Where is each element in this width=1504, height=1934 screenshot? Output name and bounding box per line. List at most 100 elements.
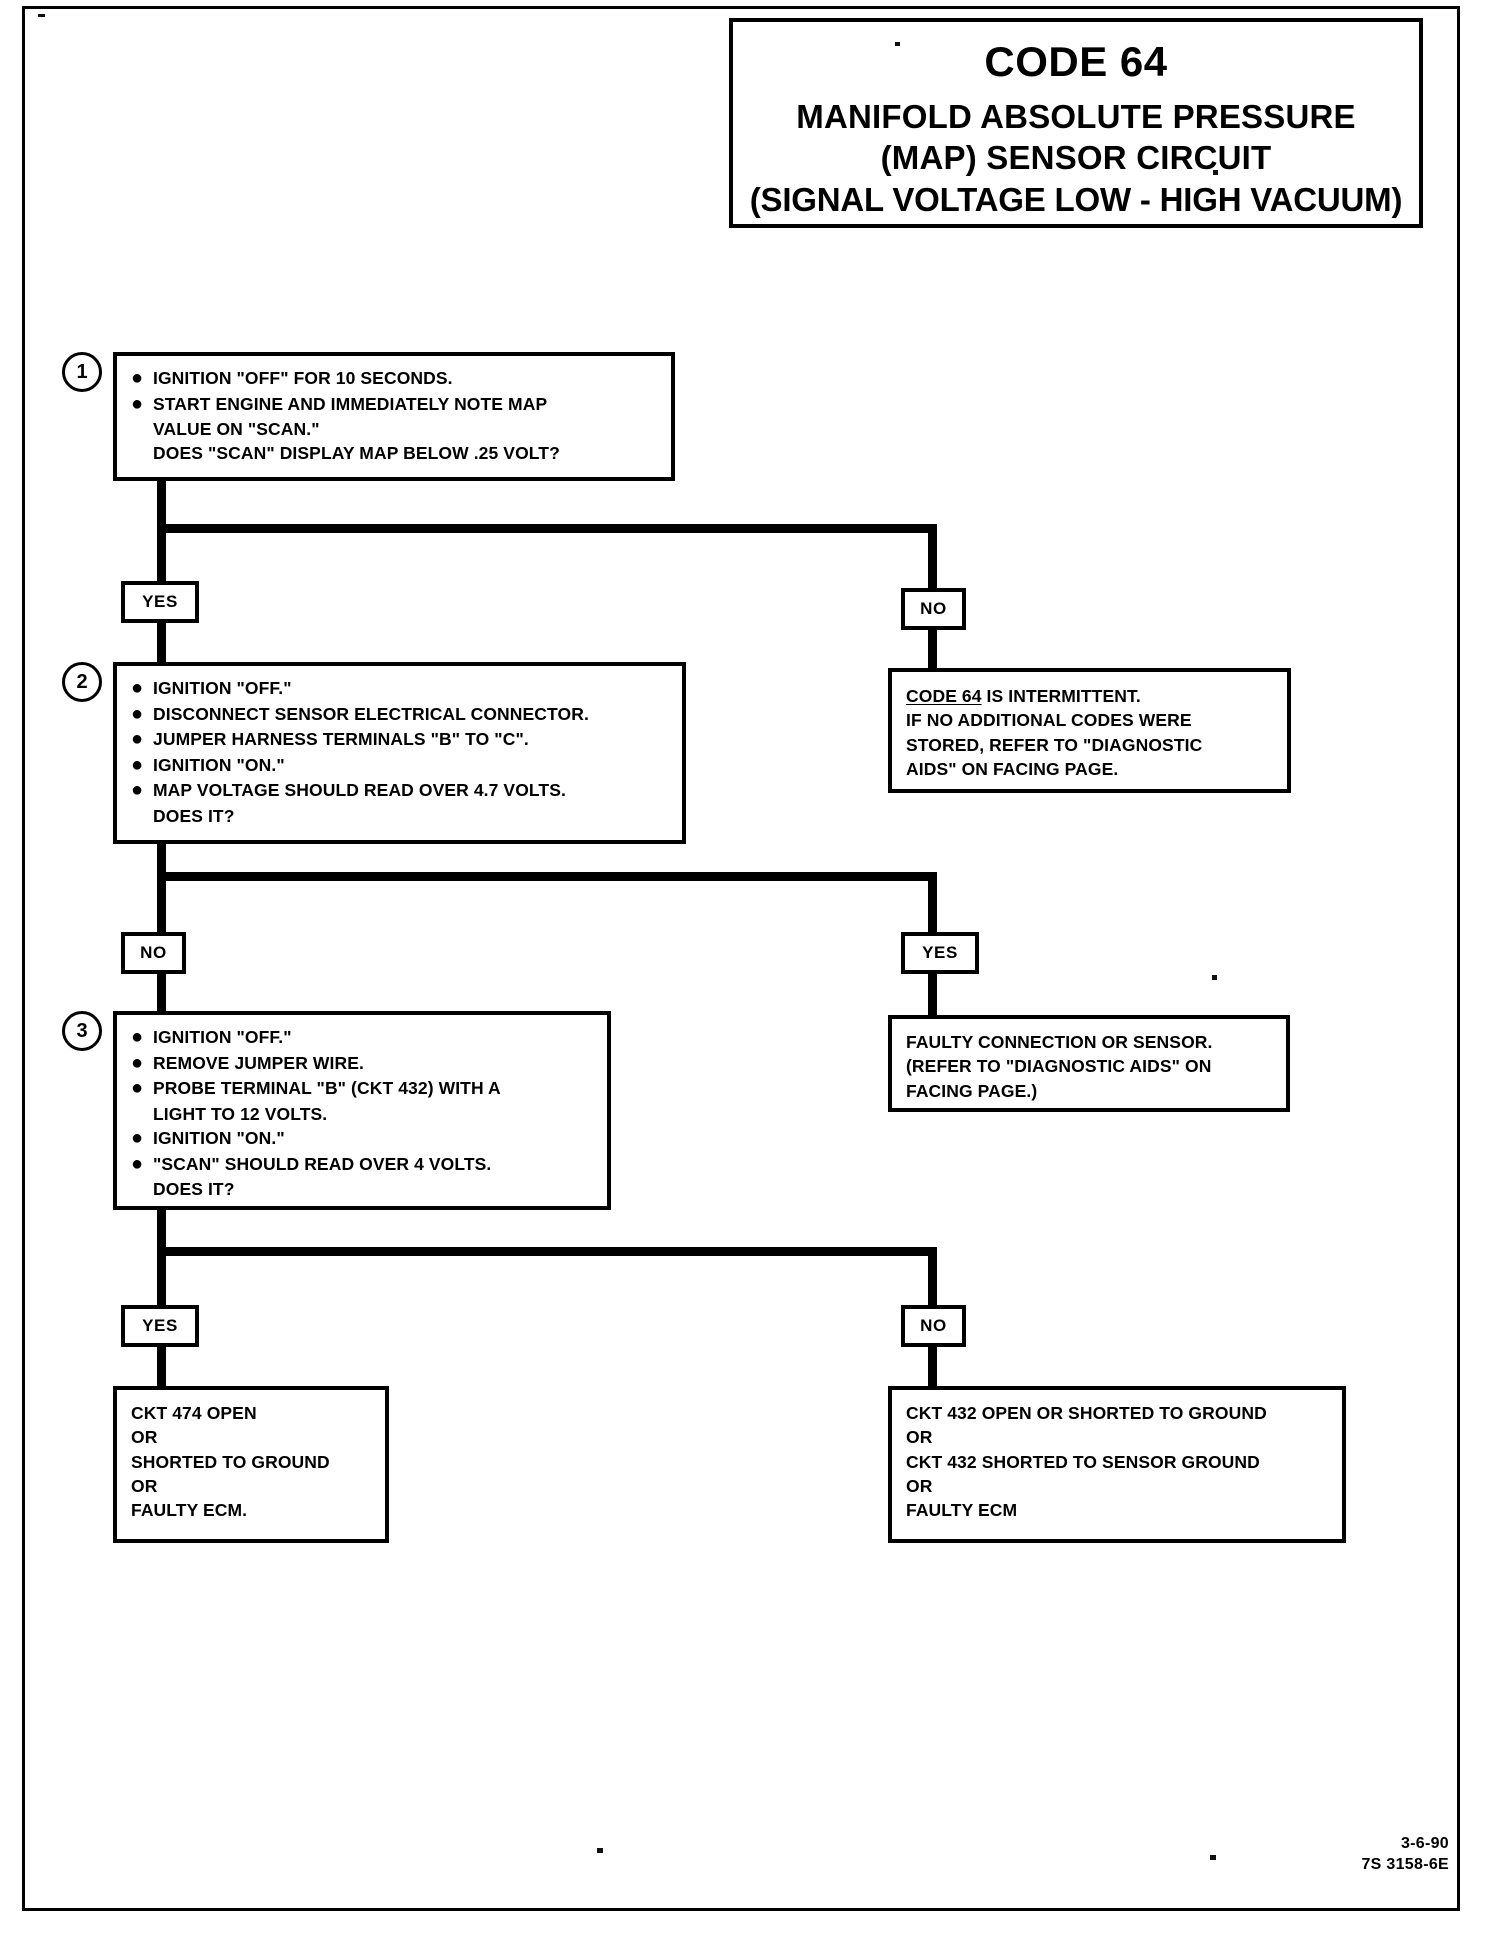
scan-speck: [38, 14, 45, 17]
scan-speck: [597, 1848, 603, 1853]
branch-tag-label: YES: [142, 1316, 178, 1335]
branch-tag-label: YES: [142, 592, 178, 611]
result-faulty-line-3: FACING PAGE.): [906, 1080, 1038, 1101]
result-ckt474-line-4: OR: [131, 1475, 158, 1496]
connector-yes-to-ckt474: [157, 1345, 166, 1389]
bullet-dot-icon: ●: [131, 1077, 144, 1100]
bullet-dot-icon: ●: [131, 702, 144, 725]
connector-step1-no-leg: [928, 524, 937, 588]
result-faulty-line-1: FAULTY CONNECTION OR SENSOR.: [906, 1032, 1213, 1052]
result-ckt432-line-3: CKT 432 SHORTED TO SENSOR GROUND: [906, 1451, 1260, 1472]
footer-date: 3-6-90: [1400, 1834, 1449, 1852]
connector-step3-down: [157, 1210, 166, 1258]
page-border-left: [22, 6, 25, 1911]
connector-step2-down: [157, 844, 166, 888]
branch-tag-step3-no[interactable]: NO: [901, 1305, 966, 1347]
bullet-dot-icon: ●: [131, 1152, 144, 1175]
connector-step2-bus: [157, 872, 937, 881]
step-2-bullet-2: ● DISCONNECT SENSOR ELECTRICAL CONNECTOR…: [131, 702, 589, 725]
connector-no-to-step3: [157, 972, 166, 1016]
connector-yes-to-faulty: [928, 972, 937, 1016]
step-1-box: ● IGNITION "OFF" FOR 10 SECONDS. ● START…: [113, 352, 675, 481]
result-ckt474-line-2: OR: [131, 1427, 158, 1448]
result-intermittent-line-4: AIDS" ON FACING PAGE.: [906, 758, 1119, 779]
step-3-question: DOES IT?: [153, 1179, 235, 1200]
connector-yes-to-step2: [157, 620, 166, 666]
branch-tag-label: NO: [140, 943, 167, 962]
step-2-question: DOES IT?: [153, 805, 235, 826]
scan-speck: [895, 42, 900, 46]
bullet-dot-icon: ●: [131, 367, 144, 389]
bullet-dot-icon: ●: [131, 392, 144, 415]
result-faulty-line-2: (REFER TO "DIAGNOSTIC AIDS" ON: [906, 1056, 1212, 1077]
result-ckt474-line-1: CKT 474 OPEN: [131, 1403, 257, 1423]
bullet-dot-icon: ●: [131, 728, 144, 751]
result-ckt432-line-2: OR: [906, 1427, 933, 1448]
step-3-bullet-3: ● PROBE TERMINAL "B" (CKT 432) WITH A: [131, 1077, 501, 1100]
step-number-3: 3: [62, 1011, 102, 1051]
result-ckt474-box: CKT 474 OPEN OR SHORTED TO GROUND OR FAU…: [113, 1386, 389, 1543]
scan-speck: [1213, 170, 1218, 175]
step-number-2: 2: [62, 662, 102, 702]
connector-step1-bus: [157, 524, 937, 533]
bullet-dot-icon: ●: [131, 1026, 144, 1048]
scan-speck: [1212, 975, 1217, 980]
connector-step2-yes-leg: [928, 872, 937, 940]
branch-tag-label: NO: [920, 599, 947, 618]
step-3-continuation: LIGHT TO 12 VOLTS.: [153, 1103, 328, 1124]
connector-step1-yes-leg: [157, 524, 166, 588]
branch-tag-label: NO: [920, 1316, 947, 1335]
step-2-bullet-5: ● MAP VOLTAGE SHOULD READ OVER 4.7 VOLTS…: [131, 779, 566, 802]
result-ckt474-line-5: FAULTY ECM.: [131, 1500, 248, 1521]
step-1-continuation: VALUE ON "SCAN.": [153, 419, 320, 440]
step-2-bullet-3: ● JUMPER HARNESS TERMINALS "B" TO "C".: [131, 728, 529, 751]
result-faulty-connection-box: FAULTY CONNECTION OR SENSOR. (REFER TO "…: [888, 1015, 1290, 1112]
bullet-dot-icon: ●: [131, 779, 144, 802]
step-1-question: DOES "SCAN" DISPLAY MAP BELOW .25 VOLT?: [153, 443, 560, 464]
connector-step1-down: [157, 481, 166, 530]
footer-reference: 7S 3158-6E: [1361, 1856, 1449, 1874]
page-title-line-2: (MAP) SENSOR CIRCUIT: [880, 139, 1272, 177]
branch-tag-step2-yes[interactable]: YES: [901, 932, 979, 974]
step-3-bullet-1: ● IGNITION "OFF.": [131, 1026, 292, 1048]
branch-tag-step3-yes[interactable]: YES: [121, 1305, 199, 1347]
step-3-bullet-2: ● REMOVE JUMPER WIRE.: [131, 1051, 364, 1074]
result-intermittent-line-1: CODE 64 IS INTERMITTENT.: [906, 686, 1141, 706]
step-2-bullet-4: ● IGNITION "ON.": [131, 753, 285, 776]
connector-step3-bus: [157, 1247, 937, 1256]
result-intermittent-line-2: IF NO ADDITIONAL CODES WERE: [906, 710, 1192, 731]
bullet-dot-icon: ●: [131, 677, 144, 699]
step-1-bullet-1: ● IGNITION "OFF" FOR 10 SECONDS.: [131, 367, 453, 389]
page-border-right: [1457, 6, 1460, 1911]
title-block: CODE 64 MANIFOLD ABSOLUTE PRESSURE (MAP)…: [729, 18, 1423, 228]
step-number-1: 1: [62, 352, 102, 392]
footer-block: 3-6-90 7S 3158-6E: [1361, 1833, 1449, 1876]
page-title-code: CODE 64: [984, 38, 1168, 85]
connector-no-to-intermittent: [928, 628, 937, 670]
branch-tag-label: YES: [922, 943, 958, 962]
bullet-dot-icon: ●: [131, 753, 144, 776]
result-ckt474-line-3: SHORTED TO GROUND: [131, 1451, 330, 1472]
branch-tag-step1-yes[interactable]: YES: [121, 581, 199, 623]
connector-step3-no-leg: [928, 1247, 937, 1313]
step-3-bullet-4: ● IGNITION "ON.": [131, 1127, 285, 1150]
scan-speck: [1210, 1855, 1216, 1860]
result-ckt432-line-1: CKT 432 OPEN OR SHORTED TO GROUND: [906, 1403, 1267, 1423]
result-ckt432-line-5: FAULTY ECM: [906, 1500, 1018, 1521]
page-title-line-3: (SIGNAL VOLTAGE LOW - HIGH VACUUM): [749, 180, 1403, 218]
result-intermittent-box: CODE 64 IS INTERMITTENT. IF NO ADDITIONA…: [888, 668, 1291, 793]
bullet-dot-icon: ●: [131, 1127, 144, 1150]
bullet-dot-icon: ●: [131, 1051, 144, 1074]
result-intermittent-line-3: STORED, REFER TO "DIAGNOSTIC: [906, 734, 1203, 755]
connector-step2-no-leg: [157, 872, 166, 940]
branch-tag-step2-no[interactable]: NO: [121, 932, 186, 974]
step-2-bullet-1: ● IGNITION "OFF.": [131, 677, 292, 699]
result-ckt432-line-4: OR: [906, 1475, 933, 1496]
step-3-bullet-5: ● "SCAN" SHOULD READ OVER 4 VOLTS.: [131, 1152, 492, 1175]
page-title-line-1: MANIFOLD ABSOLUTE PRESSURE: [796, 98, 1356, 136]
page-border-top: [22, 6, 1460, 9]
branch-tag-step1-no[interactable]: NO: [901, 588, 966, 630]
step-2-box: ● IGNITION "OFF." ● DISCONNECT SENSOR EL…: [113, 662, 686, 844]
connector-no-to-ckt432: [928, 1345, 937, 1389]
